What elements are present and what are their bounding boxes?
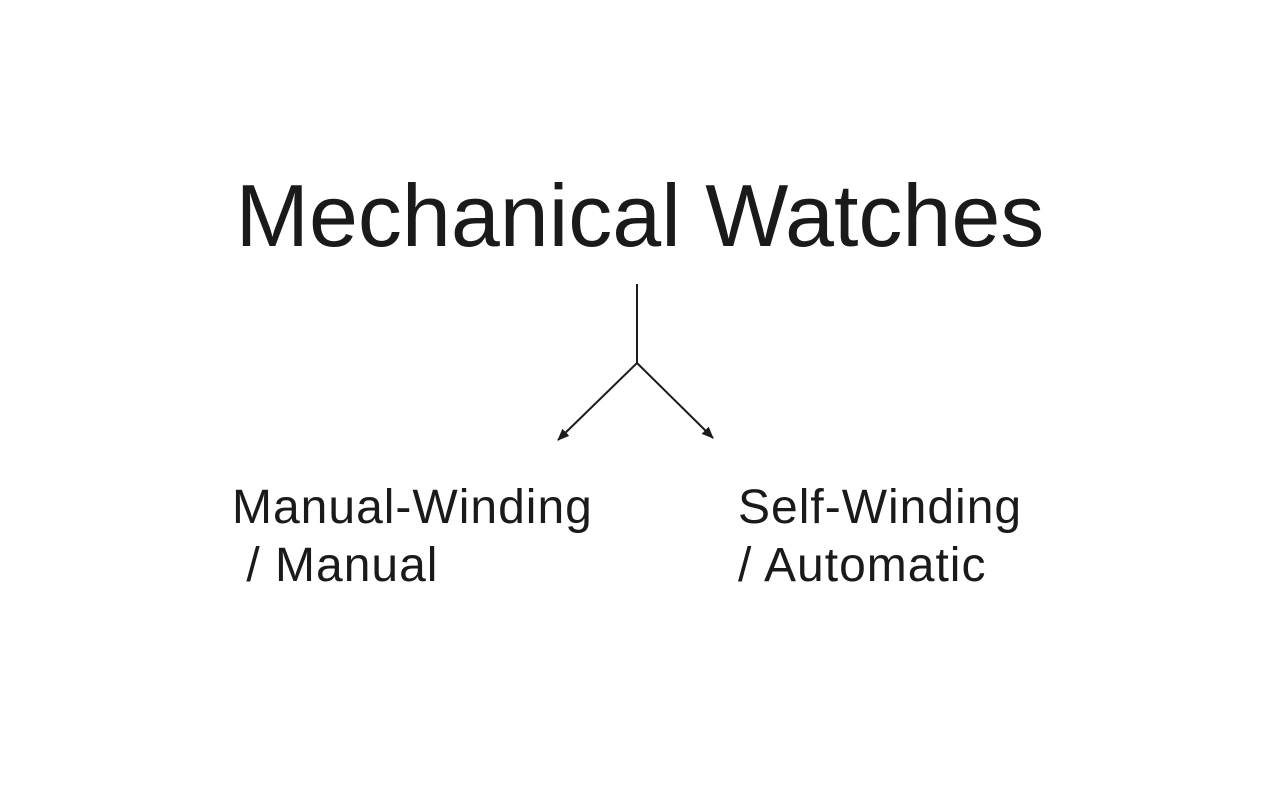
node-label-line: / Automatic [738,539,987,592]
node-manual-winding: Manual-Winding / Manual [232,479,593,595]
node-label-line: Manual-Winding [232,481,593,534]
right-branch-arrow [636,362,714,439]
node-self-winding: Self-Winding / Automatic [738,479,1022,595]
diagram-title: Mechanical Watches [235,166,1045,265]
left-branch-arrow [557,362,638,441]
node-label-line: Self-Winding [738,481,1023,534]
node-label-line: / Manual [232,539,439,592]
